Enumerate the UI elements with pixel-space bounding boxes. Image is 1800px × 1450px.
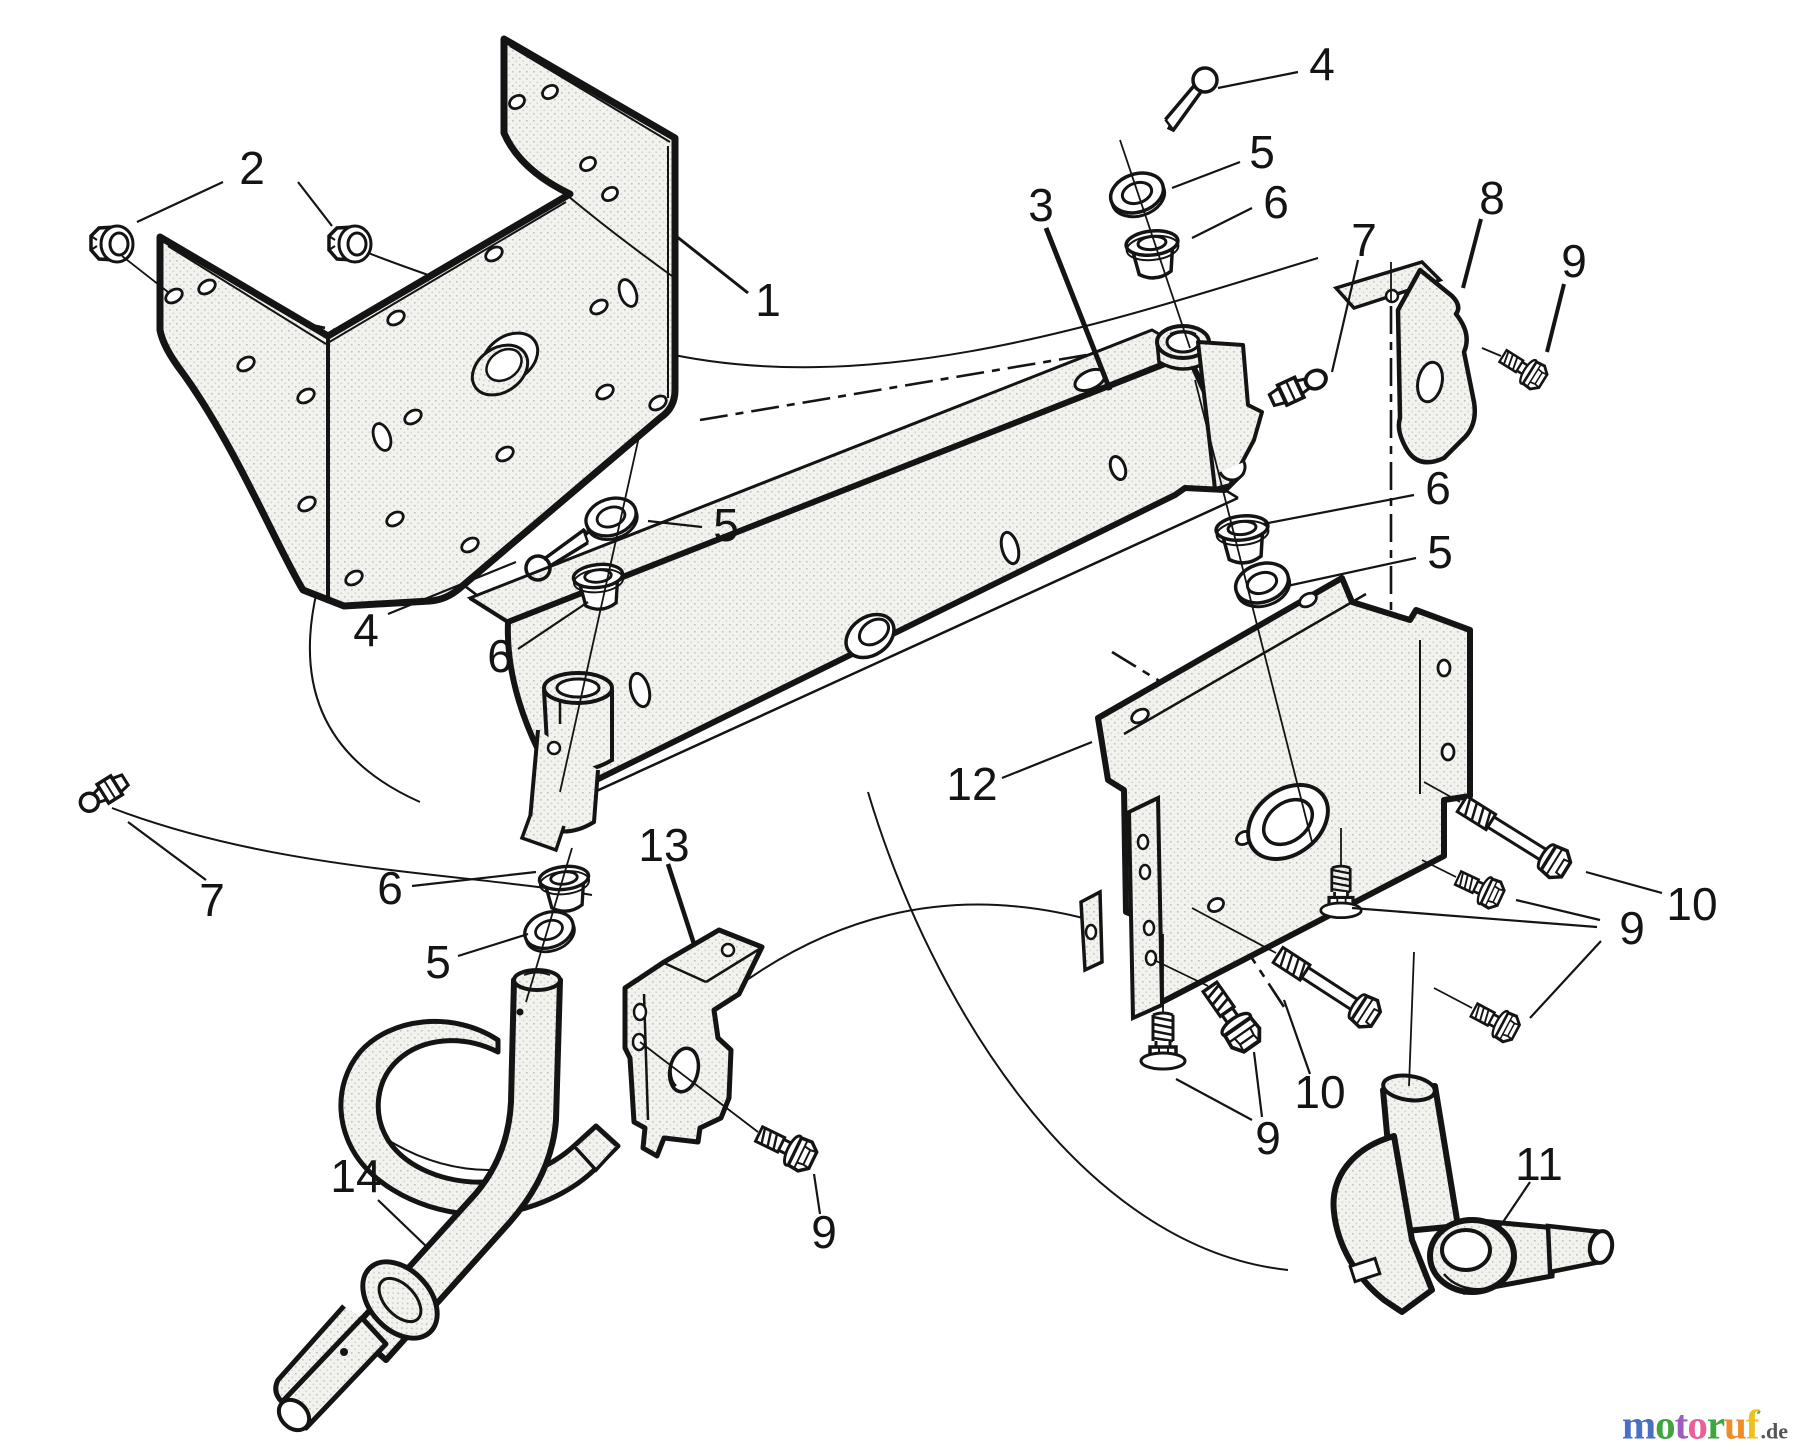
left-spindle (273, 968, 621, 1433)
grease-fitting-right (1265, 363, 1332, 412)
long-bolt-right (1451, 788, 1577, 885)
hex-bolt-f (1450, 863, 1509, 913)
leader-line (1171, 160, 1241, 190)
hex-bolt-c (1194, 975, 1268, 1058)
callout-5-10: 5 (1427, 526, 1453, 578)
callout-5-17: 5 (425, 936, 451, 988)
leader-line (1529, 940, 1602, 1019)
logo-letter: r (1706, 1401, 1725, 1448)
callout-1-1: 1 (755, 274, 781, 326)
leader-line (812, 1173, 822, 1215)
leader-line (457, 932, 529, 958)
leader-line (1191, 207, 1253, 239)
callout-6-13: 6 (487, 630, 513, 682)
leader-line (1498, 1181, 1531, 1229)
logo-letter: t (1674, 1401, 1689, 1448)
logo-letter: f (1745, 1401, 1760, 1448)
bushing-6-right (1213, 511, 1274, 568)
leader-line (1351, 906, 1598, 929)
callout-6-16: 6 (377, 862, 403, 914)
callout-4-3: 4 (1309, 38, 1335, 90)
leader-line (1262, 493, 1415, 526)
leader-line (377, 1199, 429, 1249)
support-channel (156, 35, 679, 610)
leader-line (297, 181, 333, 227)
callout-9-23: 9 (811, 1206, 837, 1258)
beam-left-clamp (519, 671, 614, 853)
callout-8-7: 8 (1479, 172, 1505, 224)
callout-leaders (127, 70, 1663, 1249)
cotter-pin-top (1152, 61, 1224, 134)
leader-line (1330, 259, 1360, 373)
leader-line (411, 870, 537, 888)
motoruf-logo[interactable]: motoruf´.de (1622, 1398, 1800, 1445)
hex-bolt-bottom-left (750, 1117, 822, 1177)
leader-line (136, 181, 224, 223)
callout-11-25: 11 (1515, 1138, 1563, 1190)
callout-10-19: 10 (1666, 878, 1717, 930)
callout-6-9: 6 (1425, 462, 1451, 514)
right-support-bracket (1079, 575, 1473, 1022)
callout-5-12: 5 (713, 499, 739, 551)
callout-9-20: 9 (1619, 902, 1645, 954)
logo-letter: o (1687, 1401, 1707, 1448)
leader-line (1585, 870, 1663, 895)
logo-letter: u (1724, 1401, 1747, 1448)
grease-fitting-left (74, 768, 133, 819)
leader-line (665, 863, 697, 945)
callout-13-18: 13 (638, 819, 689, 871)
leader-line (1252, 1051, 1264, 1118)
leader-line (1175, 1078, 1253, 1121)
callout-6-5: 6 (1263, 176, 1289, 228)
leader-line (1217, 70, 1299, 90)
leader-line (127, 821, 207, 881)
hex-bolt-top-right (1494, 343, 1552, 395)
logo-tick: ´ (1755, 1408, 1761, 1428)
logo-letter: m (1622, 1401, 1656, 1448)
callout-7-6: 7 (1351, 214, 1377, 266)
logo-letter: o (1655, 1401, 1675, 1448)
leader-line (1461, 218, 1483, 289)
callout-4-11: 4 (353, 604, 379, 656)
assembly-axes (121, 139, 1502, 1133)
washer-5-right (1228, 554, 1297, 615)
callout-9-8: 9 (1561, 235, 1587, 287)
callout-12-14: 12 (946, 758, 997, 810)
axle-beam (466, 324, 1264, 853)
leader-line (1545, 283, 1566, 353)
callout-7-15: 7 (199, 874, 225, 926)
hex-bolt-i (1465, 995, 1525, 1047)
leader-line (1286, 556, 1417, 588)
leader-line (1043, 227, 1113, 391)
lag-screw-center (1139, 1011, 1187, 1071)
leader-line (387, 560, 517, 616)
callout-5-4: 5 (1249, 126, 1275, 178)
leader-line (675, 234, 749, 295)
leader-line (1282, 999, 1312, 1075)
leader-line (647, 519, 703, 529)
flange-nut-2b (327, 224, 373, 264)
leader-line (1515, 898, 1601, 922)
leader-line (517, 601, 589, 650)
logo-domain-suffix: .de (1760, 1418, 1788, 1444)
flange-nut-2a (89, 224, 135, 264)
long-bolt-center (1267, 939, 1387, 1034)
callout-3-2: 3 (1028, 179, 1054, 231)
leader-line (1001, 740, 1093, 780)
right-spindle (1330, 1073, 1615, 1315)
washer-5-lower (518, 904, 581, 960)
callout-2-0: 2 (239, 142, 265, 194)
upper-right-bracket (1332, 260, 1477, 465)
callout-9-22: 9 (1255, 1112, 1281, 1164)
lower-center-bracket (622, 927, 765, 1159)
callout-14-24: 14 (330, 1150, 381, 1202)
callout-10-21: 10 (1294, 1066, 1345, 1118)
